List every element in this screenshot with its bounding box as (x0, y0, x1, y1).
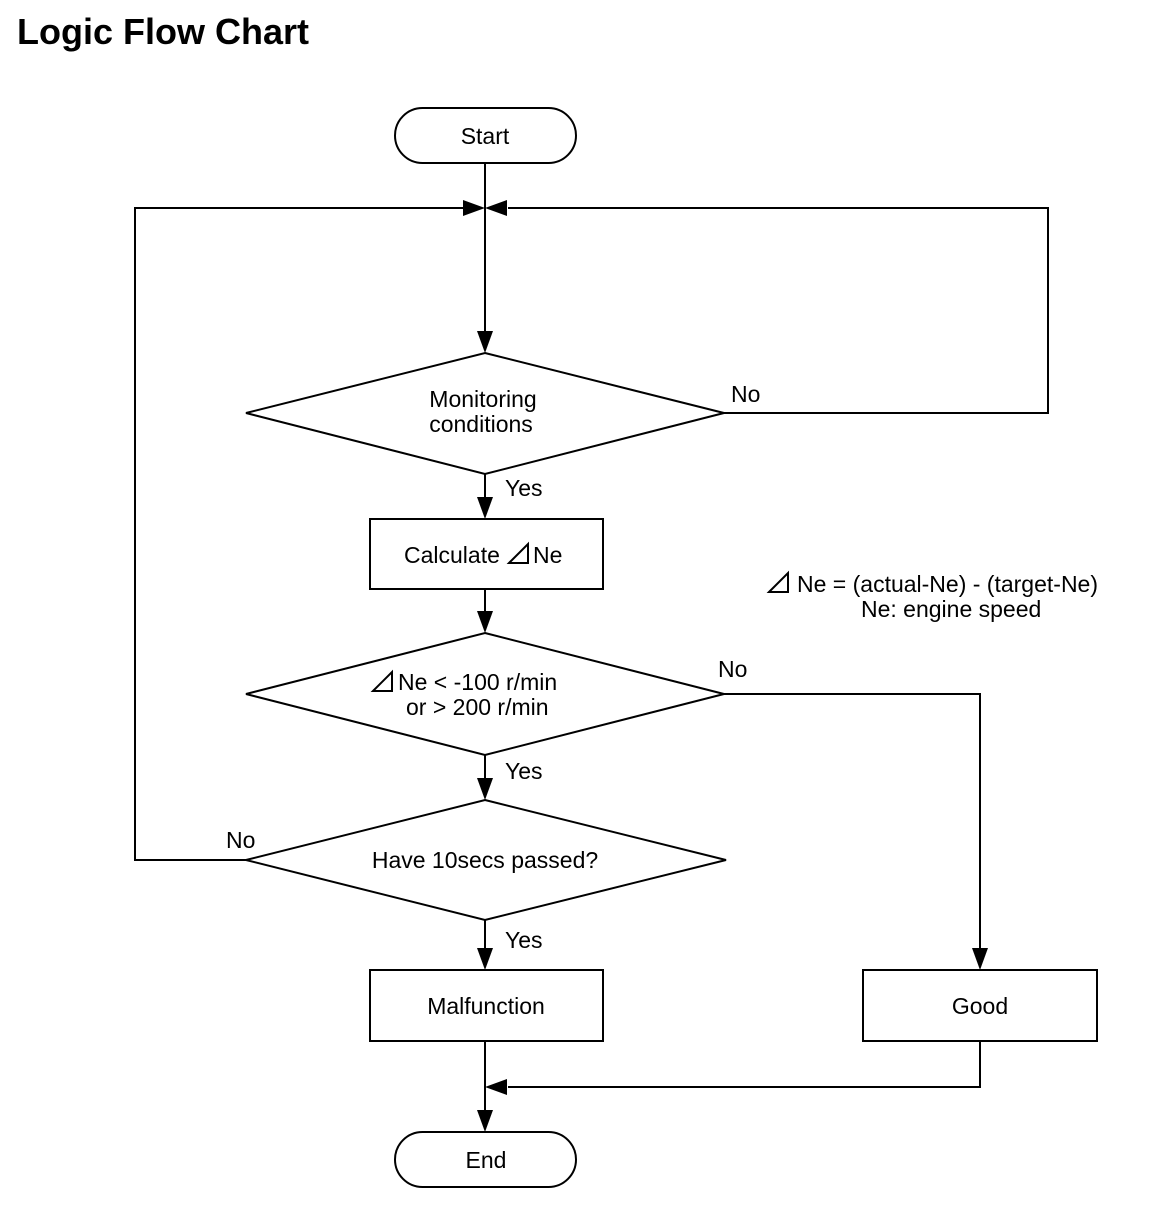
timer-decision: Have 10secs passed? (245, 798, 727, 922)
edge-timer-no-loop (134, 207, 465, 861)
good-label: Good (952, 993, 1008, 1019)
malfunction-process: Malfunction (369, 969, 604, 1042)
calculate-label: Calculate (404, 542, 500, 568)
arrowhead (477, 948, 493, 970)
calculate-process: Calculate Ne (369, 518, 604, 590)
malfunction-label: Malfunction (427, 993, 545, 1019)
note-line1: Ne = (actual-Ne) - (target-Ne) (797, 571, 1098, 597)
connectors (134, 163, 1049, 1119)
calculate-label-suffix: Ne (533, 542, 562, 568)
ne-check-label-line2: or > 200 r/min (406, 694, 549, 720)
start-label: Start (461, 123, 510, 149)
arrowhead (485, 1079, 507, 1095)
ne-check-no-label: No (718, 656, 747, 682)
timer-yes-label: Yes (505, 927, 543, 953)
end-terminal: End (394, 1131, 577, 1188)
arrowhead (477, 331, 493, 353)
monitoring-yes-label: Yes (505, 475, 543, 501)
arrowhead (477, 778, 493, 800)
monitoring-label-line2: conditions (429, 411, 533, 437)
timer-no-label: No (226, 827, 255, 853)
arrowhead (477, 611, 493, 633)
arrowhead (463, 200, 485, 216)
monitoring-no-label: No (731, 381, 760, 407)
delta-icon (768, 572, 789, 593)
start-terminal: Start (394, 107, 577, 164)
ne-check-yes-label: Yes (505, 758, 543, 784)
arrowhead (477, 1110, 493, 1132)
ne-check-label-line1: Ne < -100 r/min (398, 669, 557, 695)
arrowhead (485, 200, 507, 216)
good-process: Good (862, 969, 1098, 1042)
edge-good-to-end (508, 1041, 981, 1088)
timer-label: Have 10secs passed? (372, 847, 598, 873)
monitoring-label-line1: Monitoring (429, 386, 536, 412)
arrowhead (477, 497, 493, 519)
end-label: End (466, 1147, 507, 1173)
edge-check-no (724, 693, 981, 957)
ne-check-decision: Ne < -100 r/min or > 200 r/min (245, 631, 725, 757)
note-line2: Ne: engine speed (861, 596, 1041, 622)
edge-monitoring-no-loop (508, 207, 1049, 414)
monitoring-decision: Monitoring conditions (245, 351, 725, 476)
definition-note: Ne = (actual-Ne) - (target-Ne) Ne: engin… (768, 571, 1098, 622)
arrowheads (463, 200, 988, 1132)
page-title: Logic Flow Chart (17, 11, 309, 52)
arrowhead (972, 948, 988, 970)
